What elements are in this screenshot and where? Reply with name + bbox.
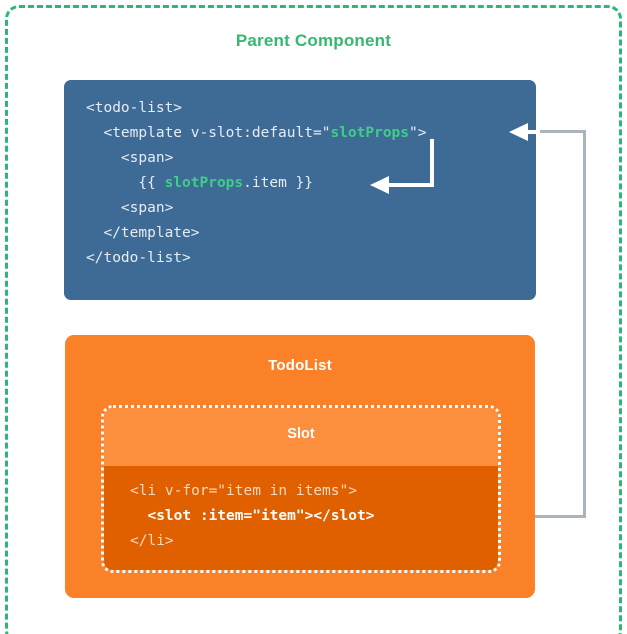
code-line-4-suffix: .item }} <box>243 175 313 191</box>
slot-code-block: <li v-for="item in items"> <slot :item="… <box>130 479 374 554</box>
code-line-3: <span> <box>86 150 174 166</box>
slot-header: Slot <box>104 408 498 466</box>
connector-bottom-segment <box>498 515 586 518</box>
parent-code-block: <todo-list> <template v-slot:default="sl… <box>86 96 426 271</box>
slot-code-line-2: <slot :item="item"></slot> <box>130 508 375 524</box>
code-line-5: <span> <box>86 200 174 216</box>
code-line-1: <todo-list> <box>86 100 183 116</box>
code-line-2-suffix: "> <box>409 125 427 141</box>
slot-title: Slot <box>287 426 315 442</box>
code-line-7: </todo-list> <box>86 250 191 266</box>
slot-connector-arrow-stub <box>527 130 541 134</box>
connector-vertical-segment <box>583 130 586 518</box>
slotprops-token-declaration: slotProps <box>330 125 410 141</box>
code-line-2-prefix: <template v-slot:default=" <box>86 125 331 141</box>
code-line-6: </template> <box>86 225 200 241</box>
code-line-4-prefix: {{ <box>86 175 165 191</box>
slotprops-token-usage: slotProps <box>164 175 244 191</box>
slotprops-arrowhead-icon <box>370 176 389 194</box>
slot-code-line-1: <li v-for="item in items"> <box>130 483 357 499</box>
slot-dotted-box: Slot <li v-for="item in items"> <slot :i… <box>101 405 501 573</box>
slot-code-line-3: </li> <box>130 533 174 549</box>
slotprops-elbow-horizontal-segment <box>388 183 434 187</box>
slotprops-elbow-vertical-segment <box>430 139 434 187</box>
slot-code-area: <li v-for="item in items"> <slot :item="… <box>104 466 498 570</box>
slot-connector-arrowhead-icon <box>509 123 528 141</box>
todolist-title: TodoList <box>268 357 332 374</box>
page-title: Parent Component <box>235 31 392 50</box>
parent-component-code-panel: <todo-list> <template v-slot:default="sl… <box>64 80 536 300</box>
connector-top-segment <box>540 130 586 133</box>
todolist-component-panel: TodoList Slot <li v-for="item in items">… <box>65 335 535 598</box>
